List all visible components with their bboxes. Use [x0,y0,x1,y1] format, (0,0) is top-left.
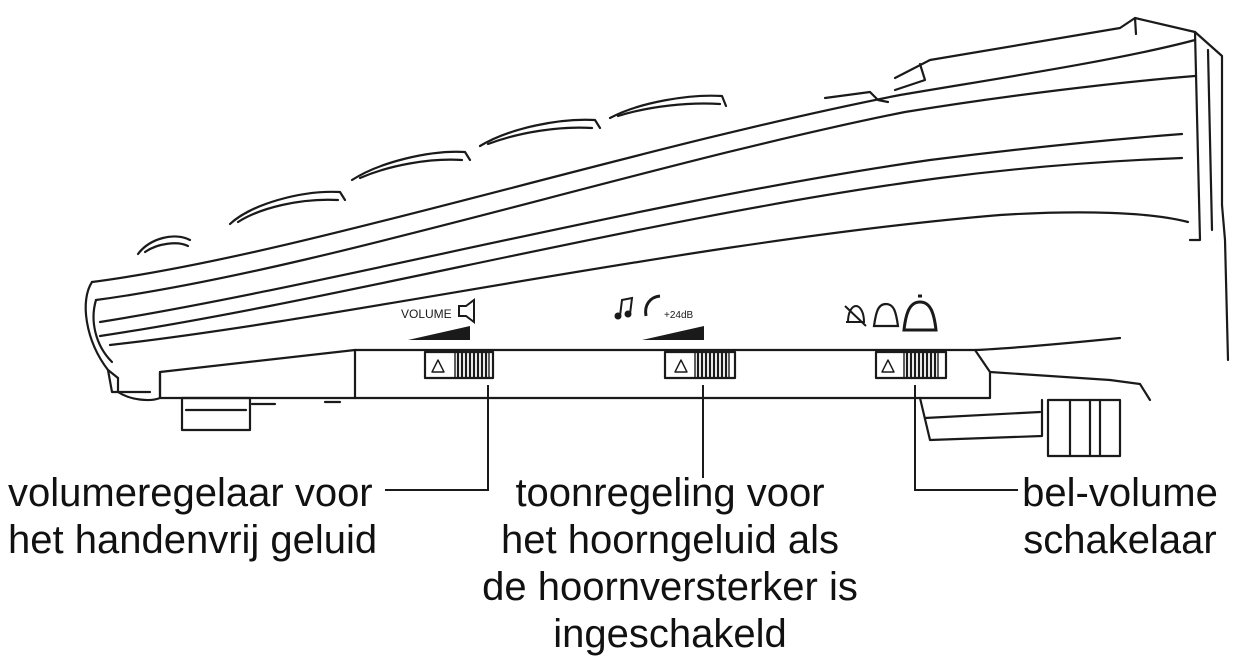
key-2 [228,190,347,226]
foot-left [180,396,252,432]
switch-bell [874,350,948,380]
callout-volume-control: volumeregelaar voor het handenvrij gelui… [8,470,377,564]
body-inner-curve-2 [98,132,1184,324]
callout-line: de hoornversterker is [482,565,858,609]
switch-volume [423,350,495,380]
base-left [116,348,357,402]
speaker-icon [458,298,475,324]
body-inner-curve-3 [98,156,1184,338]
tone-gain-label: +24dB [664,310,694,321]
switch-tone [663,350,737,380]
callout-tone-control: toonregeling voor het hoorngeluid als de… [480,470,860,658]
body-inner-curve-1 [94,74,1197,302]
callout-line: toonregeling voor [515,471,825,515]
bell-large-icon [902,294,938,332]
callout-line: het handenvrij geluid [8,518,378,562]
volume-label: VOLUME [401,307,452,321]
body-nose [84,280,120,380]
key-5 [608,94,728,120]
callout-bell-switch: bel-volume schakelaar [1000,470,1240,564]
phone-side-diagram: VOLUME +24dB volumeregelaar voor het han… [8,16,1240,656]
phone-drawing: VOLUME +24dB [84,16,1230,491]
hook-switch [823,90,890,104]
callout-line: volumeregelaar voor [8,471,373,515]
key-1 [136,235,192,256]
callout-line: het hoorngeluid als [500,518,840,562]
callout-line: ingeschakeld [553,612,787,656]
switch-panel-outline [353,348,992,400]
music-note-icon [614,296,634,320]
handset-icon [644,294,661,317]
bell-small-icon [872,302,900,328]
ramp-icon [642,326,704,340]
callout-line: bel-volume [1022,471,1218,515]
bell-muted-icon [844,304,867,327]
stand-right [918,396,1044,442]
key-3 [350,150,472,182]
leader-line-volume [385,385,489,491]
callout-line: schakelaar [1023,518,1217,562]
body-lower-edge [108,211,1190,347]
key-4 [478,118,602,148]
ramp-icon [408,326,470,340]
body-outer-curve [90,38,1197,284]
foot-right [1046,398,1122,458]
leader-line-bell [914,385,1018,491]
leader-lines [385,385,1018,491]
